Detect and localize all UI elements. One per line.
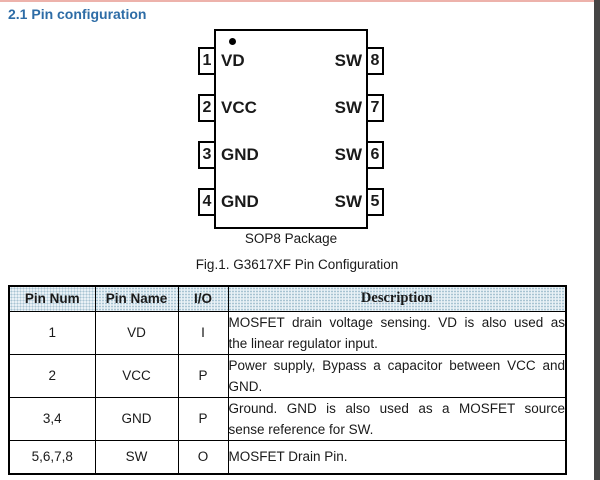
page-right-edge-band (594, 0, 600, 480)
pin-box-3: 3 (198, 141, 216, 169)
pin-box-5: 5 (366, 188, 384, 216)
description-cell: Power supply, Bypass a capacitor between… (227, 353, 567, 398)
page-top-edge-line (0, 0, 600, 2)
io-cell: P (177, 396, 229, 441)
pin-box-8: 8 (366, 47, 384, 75)
pin-num-cell: 2 (8, 353, 96, 398)
pin-box-6: 6 (366, 141, 384, 169)
pin-label-sw-8: SW (334, 51, 362, 70)
pin-number: 3 (202, 146, 212, 163)
table-row: 2 VCC P Power supply, Bypass a capacitor… (8, 353, 567, 398)
sop8-package-body (214, 29, 368, 229)
table-row: 5,6,7,8 SW O MOSFET Drain Pin. (8, 439, 567, 475)
pin-name-cell: SW (94, 439, 179, 475)
pin-description-table: Pin Num Pin Name I/O Description 1 VD I … (8, 285, 567, 475)
col-header-io: I/O (177, 285, 229, 312)
pin-number: 4 (202, 193, 212, 210)
description-cell: MOSFET Drain Pin. (227, 439, 567, 475)
section-heading: 2.1 Pin configuration (8, 6, 147, 22)
table-row: 1 VD I MOSFET drain voltage sensing. VD … (8, 310, 567, 355)
pin1-indicator-dot (229, 38, 236, 45)
pin-name-cell: VCC (94, 353, 179, 398)
pin-box-2: 2 (198, 94, 216, 122)
description-line: Power supply, Bypass a capacitor between… (228, 357, 566, 373)
pin-name-cell: GND (94, 396, 179, 441)
col-header-pin-name: Pin Name (94, 285, 179, 312)
pin-label-sw-7: SW (334, 98, 362, 117)
io-cell: P (177, 353, 229, 398)
pin-number: 7 (370, 99, 380, 116)
io-cell: I (177, 310, 229, 355)
description-cell: Ground. GND is also used as a MOSFET sou… (227, 396, 567, 441)
pin-number: 5 (370, 193, 380, 210)
pin-num-cell: 3,4 (8, 396, 96, 441)
description-cell: MOSFET drain voltage sensing. VD is also… (227, 310, 567, 355)
pin-num-cell: 5,6,7,8 (8, 439, 96, 475)
pin-name-cell: VD (94, 310, 179, 355)
pin-box-4: 4 (198, 188, 216, 216)
pin-number: 2 (202, 99, 212, 116)
pin-number: 1 (202, 52, 212, 69)
figure-caption: Fig.1. G3617XF Pin Configuration (195, 257, 399, 272)
package-caption: SOP8 Package (244, 231, 338, 246)
pin-number: 8 (370, 52, 380, 69)
description-line: MOSFET Drain Pin. (228, 449, 348, 465)
io-cell: O (177, 439, 229, 475)
description-line: Ground. GND is also used as a MOSFET sou… (228, 400, 566, 416)
table-header-row: Pin Num Pin Name I/O Description (8, 285, 567, 312)
pin-box-1: 1 (198, 47, 216, 75)
pin-label-sw-6: SW (334, 145, 362, 164)
pin-label-vd: VD (221, 51, 245, 70)
pin-label-vcc: VCC (221, 98, 257, 117)
col-header-description: Description (227, 285, 567, 312)
pin-label-sw-5: SW (334, 192, 362, 211)
description-line: sense reference for SW. (228, 421, 374, 437)
pin-label-gnd-3: GND (221, 145, 259, 164)
description-line: the linear regulator input. (228, 335, 378, 351)
col-header-pin-num: Pin Num (8, 285, 96, 312)
pin-label-gnd-4: GND (221, 192, 259, 211)
pin-box-7: 7 (366, 94, 384, 122)
table-row: 3,4 GND P Ground. GND is also used as a … (8, 396, 567, 441)
description-line: GND. (228, 378, 263, 394)
description-line: MOSFET drain voltage sensing. VD is also… (228, 314, 566, 330)
pin-number: 6 (370, 146, 380, 163)
pin-num-cell: 1 (8, 310, 96, 355)
